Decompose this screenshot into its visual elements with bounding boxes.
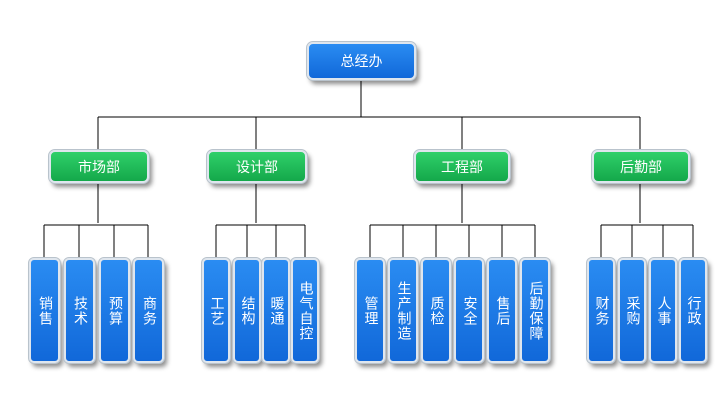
team-node[interactable]: 安全	[453, 257, 485, 364]
department-label: 市场部	[78, 159, 120, 176]
team-node[interactable]: 财务	[586, 257, 616, 364]
team-label: 商务	[141, 295, 157, 326]
team-label: 技术	[72, 295, 88, 326]
root-label: 总经办	[340, 54, 383, 70]
team-node[interactable]: 后勤保障	[519, 257, 551, 364]
team-label: 结构	[239, 295, 256, 326]
team-label: 管理	[362, 295, 379, 326]
department-label: 后勤部	[620, 159, 662, 176]
team-label: 售后	[494, 295, 511, 326]
team-label: 后勤保障	[527, 280, 544, 341]
team-label: 生产制造	[395, 280, 412, 341]
root-node[interactable]: 总经办	[306, 41, 417, 81]
team-node[interactable]: 技术	[63, 257, 96, 364]
team-label: 暖通	[268, 295, 285, 326]
department-logistics[interactable]: 后勤部	[591, 149, 691, 184]
team-node[interactable]: 暖通	[261, 257, 291, 364]
team-label: 采购	[624, 295, 641, 326]
team-node[interactable]: 采购	[617, 257, 647, 364]
team-label: 预算	[107, 295, 123, 326]
team-node[interactable]: 工艺	[201, 257, 231, 364]
team-label: 销售	[37, 295, 53, 326]
team-label: 工艺	[208, 295, 225, 326]
team-label: 人事	[655, 295, 672, 326]
team-label: 行政	[685, 295, 702, 326]
team-label: 财务	[593, 295, 610, 326]
team-label: 电气自控	[297, 280, 314, 341]
department-market[interactable]: 市场部	[48, 149, 150, 184]
team-label: 安全	[461, 295, 478, 326]
team-node[interactable]: 生产制造	[387, 257, 419, 364]
department-label: 设计部	[236, 159, 278, 176]
team-node[interactable]: 质检	[420, 257, 452, 364]
team-node[interactable]: 售后	[486, 257, 518, 364]
team-node[interactable]: 预算	[98, 257, 131, 364]
team-node[interactable]: 商务	[132, 257, 165, 364]
team-label: 质检	[428, 295, 445, 326]
team-node[interactable]: 人事	[648, 257, 678, 364]
team-node[interactable]: 电气自控	[290, 257, 320, 364]
team-node[interactable]: 结构	[232, 257, 262, 364]
team-node[interactable]: 行政	[678, 257, 708, 364]
department-engineering[interactable]: 工程部	[413, 149, 511, 184]
team-node[interactable]: 管理	[354, 257, 386, 364]
department-design[interactable]: 设计部	[206, 149, 308, 184]
department-label: 工程部	[441, 159, 483, 176]
team-node[interactable]: 销售	[28, 257, 61, 364]
